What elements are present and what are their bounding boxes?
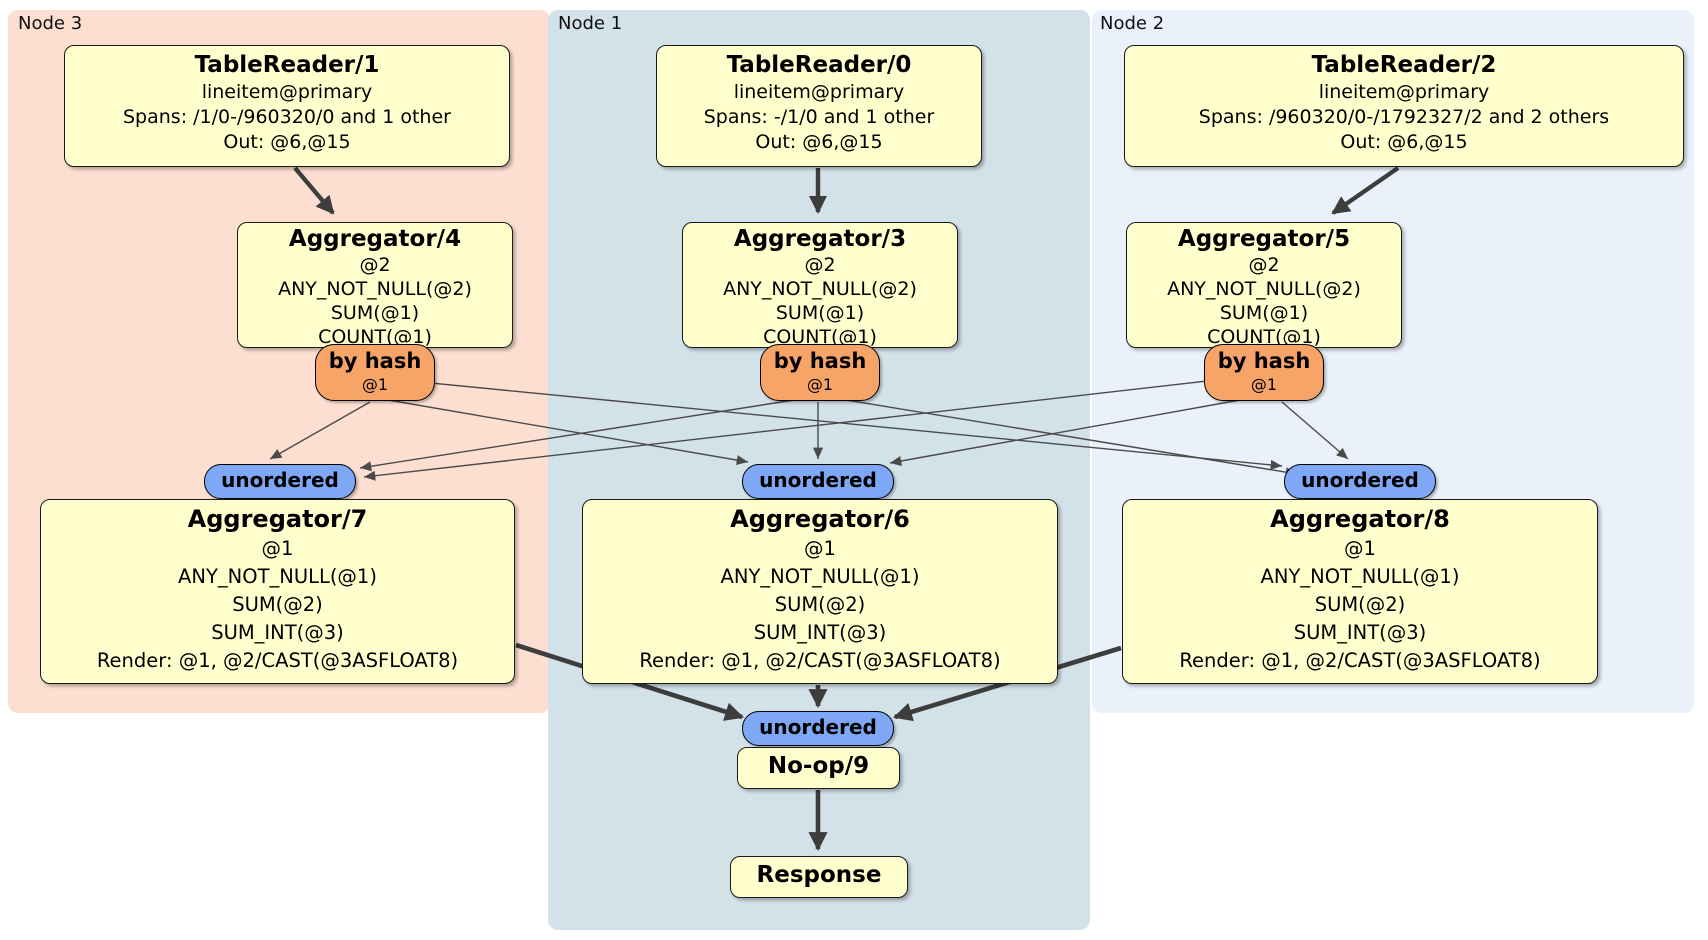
edge-tr2-agg5 (1331, 166, 1400, 215)
node-line: @2 (804, 254, 836, 276)
sync-unordered-left: unordered (204, 464, 356, 499)
node-line: Spans: /960320/0-/1792327/2 and 2 others (1198, 106, 1610, 128)
node-line: ANY_NOT_NULL(@1) (1260, 565, 1460, 588)
node-aggregator-5: Aggregator/5 @2 ANY_NOT_NULL(@2) SUM(@1)… (1126, 222, 1402, 348)
edge-hash3-sync-mid (387, 399, 749, 466)
router-label: by hash (328, 349, 422, 373)
node-line: ANY_NOT_NULL(@2) (723, 278, 917, 300)
node-title: Aggregator/6 (730, 505, 910, 533)
node-aggregator-7: Aggregator/7 @1 ANY_NOT_NULL(@1) SUM(@2)… (40, 499, 515, 684)
node-title: Aggregator/3 (733, 226, 907, 252)
node-line: SUM(@1) (775, 302, 865, 324)
sync-unordered-final: unordered (742, 711, 894, 746)
node-aggregator-3: Aggregator/3 @2 ANY_NOT_NULL(@2) SUM(@1)… (682, 222, 958, 348)
node-line: @1 (1344, 537, 1376, 560)
router-by-hash-node1: by hash @1 (760, 344, 880, 401)
router-key: @1 (1250, 375, 1278, 394)
node-line: Render: @1, @2/CAST(@3ASFLOAT8) (639, 649, 1001, 672)
node-line: COUNT(@1) (318, 326, 432, 348)
region-label-node2: Node 2 (1100, 13, 1165, 34)
node-line: SUM(@1) (330, 302, 420, 324)
node-line: SUM(@1) (1219, 302, 1309, 324)
node-line: ANY_NOT_NULL(@1) (720, 565, 920, 588)
node-line: Render: @1, @2/CAST(@3ASFLOAT8) (96, 649, 459, 672)
edge-hash2-sync-mid (889, 399, 1241, 466)
node-response: Response (730, 856, 908, 898)
node-tablereader-2: TableReader/2 lineitem@primary Spans: /9… (1124, 45, 1684, 167)
sync-unordered-mid: unordered (742, 464, 894, 499)
node-title: No-op/9 (767, 753, 870, 779)
router-key: @1 (806, 375, 834, 394)
node-line: ANY_NOT_NULL(@1) (178, 565, 377, 588)
node-line: COUNT(@1) (1207, 326, 1321, 348)
node-line: lineitem@primary (733, 81, 905, 103)
edge-hash2-sync-left (363, 379, 1217, 481)
node-aggregator-8: Aggregator/8 @1 ANY_NOT_NULL(@1) SUM(@2)… (1122, 499, 1598, 684)
node-line: SUM(@2) (774, 593, 866, 616)
node-line: @2 (359, 254, 391, 276)
edge-hash2-sync-right (1281, 401, 1349, 460)
node-tablereader-0: TableReader/0 lineitem@primary Spans: -/… (656, 45, 982, 167)
node-line: SUM_INT(@3) (753, 621, 887, 644)
node-line: SUM(@2) (1314, 593, 1406, 616)
node-line: Out: @6,@15 (1340, 131, 1468, 153)
node-title: TableReader/2 (1311, 52, 1497, 78)
node-line: Spans: /1/0-/960320/0 and 1 other (123, 106, 451, 128)
node-title: Aggregator/5 (1177, 226, 1351, 252)
node-line: ANY_NOT_NULL(@2) (1167, 278, 1361, 300)
node-line: lineitem@primary (201, 81, 373, 103)
node-noop-9: No-op/9 (737, 747, 900, 789)
node-title: Aggregator/7 (187, 505, 368, 533)
node-aggregator-6: Aggregator/6 @1 ANY_NOT_NULL(@1) SUM(@2)… (582, 499, 1058, 684)
node-line: lineitem@primary (1318, 81, 1490, 103)
node-line: @1 (261, 537, 294, 560)
node-line: ANY_NOT_NULL(@2) (278, 278, 472, 300)
node-line: @1 (804, 537, 836, 560)
router-by-hash-node3: by hash @1 (315, 344, 435, 401)
node-line: SUM_INT(@3) (1293, 621, 1427, 644)
node-line: Render: @1, @2/CAST(@3ASFLOAT8) (1179, 649, 1541, 672)
router-key: @1 (361, 375, 389, 394)
node-tablereader-1: TableReader/1 lineitem@primary Spans: /1… (64, 45, 510, 167)
sync-unordered-right: unordered (1284, 464, 1436, 499)
node-line: Spans: -/1/0 and 1 other (703, 106, 935, 128)
region-label-node1: Node 1 (558, 13, 623, 34)
edge-tr1-agg4 (293, 166, 335, 215)
edge-hash1-sync-left (359, 399, 795, 472)
node-title: TableReader/1 (194, 52, 380, 78)
edge-hash3-sync-left (269, 401, 371, 460)
node-line: @2 (1248, 254, 1280, 276)
edge-hash1-sync-right (845, 399, 1298, 478)
node-title: Aggregator/4 (288, 226, 462, 252)
region-label-node3: Node 3 (18, 13, 83, 34)
node-title: Aggregator/8 (1270, 505, 1450, 533)
node-line: SUM(@2) (232, 593, 323, 616)
router-label: by hash (773, 349, 867, 373)
node-title: TableReader/0 (726, 52, 912, 78)
node-line: Out: @6,@15 (755, 131, 883, 153)
node-title: Response (756, 862, 882, 888)
node-line: SUM_INT(@3) (211, 621, 344, 644)
node-aggregator-4: Aggregator/4 @2 ANY_NOT_NULL(@2) SUM(@1)… (237, 222, 513, 348)
node-line: COUNT(@1) (763, 326, 877, 348)
node-line: Out: @6,@15 (223, 131, 351, 153)
router-by-hash-node2: by hash @1 (1204, 344, 1324, 401)
router-label: by hash (1217, 349, 1311, 373)
